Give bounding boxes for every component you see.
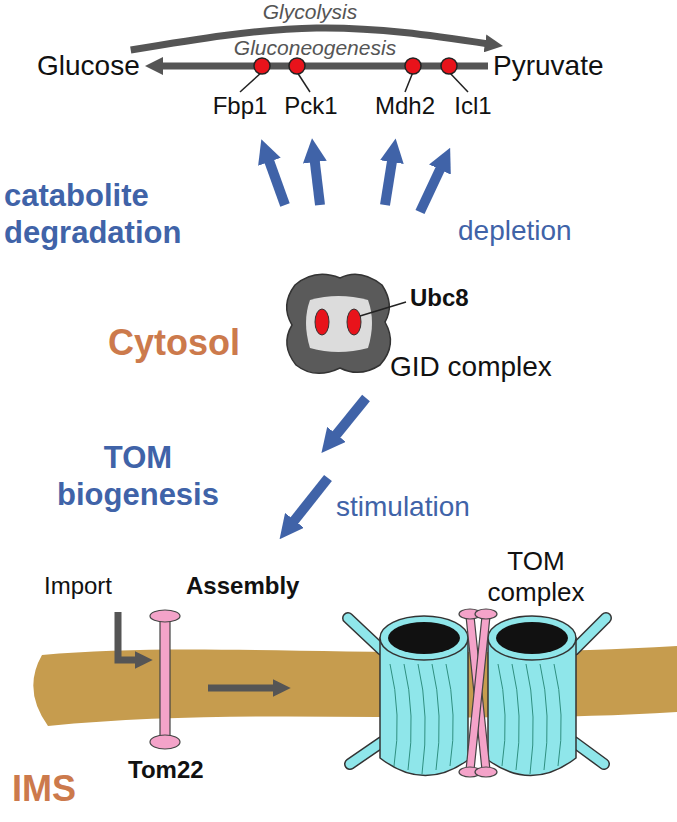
step-label: Import: [44, 572, 134, 600]
complex-label: GID complex: [390, 350, 590, 383]
effect-label: depletion: [458, 214, 628, 247]
enzyme-label: Pck1: [282, 92, 340, 120]
depletion-arrows: [267, 155, 443, 212]
node-text: Glucose: [37, 50, 140, 82]
process-label: catabolite degradation: [4, 178, 242, 251]
barrel-texture: [512, 664, 519, 770]
step-label: Assembly: [186, 572, 326, 600]
barrel-texture: [432, 664, 439, 770]
pathway-arrow: [158, 63, 488, 70]
barrel-texture: [540, 664, 547, 770]
import-arrow: [118, 612, 140, 660]
node-text: Pyruvate: [493, 50, 604, 82]
barrel-texture: [498, 664, 505, 766]
edge-label: Glycolysis: [210, 0, 410, 25]
barrel-texture: [404, 664, 411, 770]
gid-complex-illustration: [287, 274, 406, 373]
effect-label: stimulation: [336, 490, 526, 523]
enzyme-label: Mdh2: [370, 92, 440, 120]
enzyme-dots: [240, 58, 468, 92]
barrel-texture: [526, 664, 533, 774]
tom22-protein: [150, 610, 180, 749]
barrel-texture: [418, 664, 425, 774]
barrel-texture: [446, 664, 453, 766]
assembly-arrow: [208, 685, 278, 692]
compartment-label: IMS: [12, 768, 112, 810]
enzyme-label: Fbp1: [212, 92, 268, 120]
enzyme-label: Ubc8: [410, 284, 490, 312]
enzyme-label: Icl1: [450, 92, 496, 120]
protein-label: Tom22: [128, 756, 218, 784]
barrel-texture: [390, 664, 397, 766]
metabolite-node: Glucose: [34, 48, 143, 84]
metabolite-node: Pyruvate: [490, 48, 607, 84]
barrel-texture: [554, 664, 561, 766]
process-label: TOM biogenesis: [38, 440, 238, 513]
compartment-label: Cytosol: [108, 322, 298, 364]
tom-complex-illustration: [348, 609, 606, 777]
edge-label: Gluconeogenesis: [205, 36, 425, 61]
complex-label: TOM complex: [474, 546, 598, 607]
